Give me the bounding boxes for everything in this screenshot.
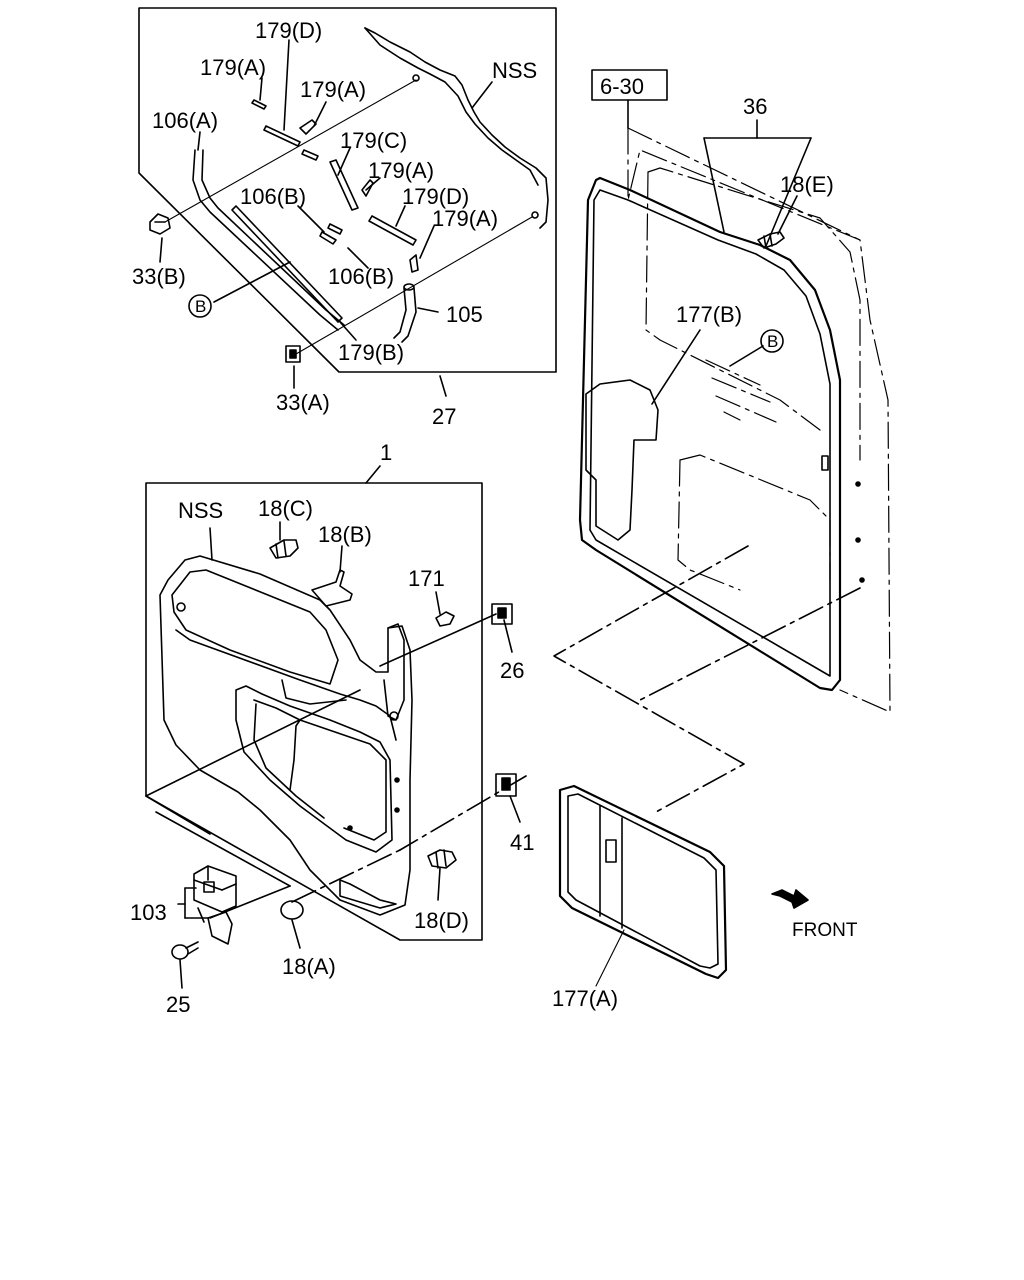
clip-26	[491, 603, 513, 625]
door-trim-panel	[159, 555, 413, 916]
label-179A-1: 179(A)	[200, 55, 266, 80]
label-41: 41	[510, 830, 534, 855]
bracket-18B	[311, 569, 353, 607]
label-1: 1	[380, 440, 392, 465]
label-FRONT: FRONT	[792, 920, 858, 941]
label-18C: 18(C)	[258, 496, 313, 521]
door-leaders	[627, 99, 812, 405]
label-27: 27	[432, 404, 456, 429]
label-26: 26	[500, 658, 524, 683]
label-106B-2: 106(B)	[328, 264, 394, 289]
label-179D-2: 179(D)	[402, 184, 469, 209]
label-179D-top: 179(D)	[255, 18, 322, 43]
label-33A: 33(A)	[276, 390, 330, 415]
label-177B: 177(B)	[676, 302, 742, 327]
label-179C: 179(C)	[340, 128, 407, 153]
label-106A: 106(A)	[152, 108, 218, 133]
inset-box-1	[145, 482, 483, 941]
lower-leaders	[145, 465, 521, 989]
label-circle-B-1: B	[195, 297, 206, 316]
label-18B: 18(B)	[318, 522, 372, 547]
ref-box-6-30	[591, 69, 668, 101]
clip-18D	[427, 849, 457, 869]
front-arrow-icon	[771, 889, 809, 909]
label-105: 105	[446, 302, 483, 327]
label-103: 103	[130, 900, 167, 925]
label-18A: 18(A)	[282, 954, 336, 979]
label-25: 25	[166, 992, 190, 1017]
clip-33A	[285, 345, 301, 363]
label-177A: 177(A)	[552, 986, 618, 1011]
label-106B-1: 106(B)	[240, 184, 306, 209]
label-6-30: 6-30	[600, 74, 644, 99]
hose-105	[393, 283, 417, 343]
label-NSS-top: NSS	[492, 58, 537, 83]
label-36: 36	[743, 94, 767, 119]
label-circle-B-2: B	[767, 332, 778, 351]
clip-33B	[149, 213, 171, 235]
clip-18C	[269, 539, 299, 559]
seal-177A	[558, 784, 728, 980]
label-18E: 18(E)	[780, 172, 834, 197]
label-179A-2: 179(A)	[300, 77, 366, 102]
label-179A-3: 179(A)	[368, 158, 434, 183]
label-179B: 179(B)	[338, 340, 404, 365]
clip-171	[435, 611, 455, 627]
inset-box-27	[138, 7, 557, 373]
label-18D: 18(D)	[414, 908, 469, 933]
nss-trim-panel	[364, 27, 549, 229]
weatherstrip-177B	[578, 176, 842, 692]
label-NSS-mid: NSS	[178, 498, 223, 523]
top-inset-leaders	[159, 39, 493, 397]
circle-B-2	[760, 329, 784, 353]
leader-33B	[164, 79, 417, 223]
label-179A-4: 179(A)	[432, 206, 498, 231]
circle-B-1	[188, 294, 212, 318]
button-18A	[280, 900, 304, 920]
label-33B: 33(B)	[132, 264, 186, 289]
door-panel	[627, 127, 891, 713]
switch-103	[193, 865, 237, 945]
clips-179	[251, 99, 419, 273]
assembly-lines	[291, 545, 861, 903]
strip-179B	[231, 205, 343, 323]
screw-25	[171, 941, 199, 960]
clip-41	[495, 773, 517, 797]
leader-177A	[595, 929, 625, 987]
label-171: 171	[408, 566, 445, 591]
